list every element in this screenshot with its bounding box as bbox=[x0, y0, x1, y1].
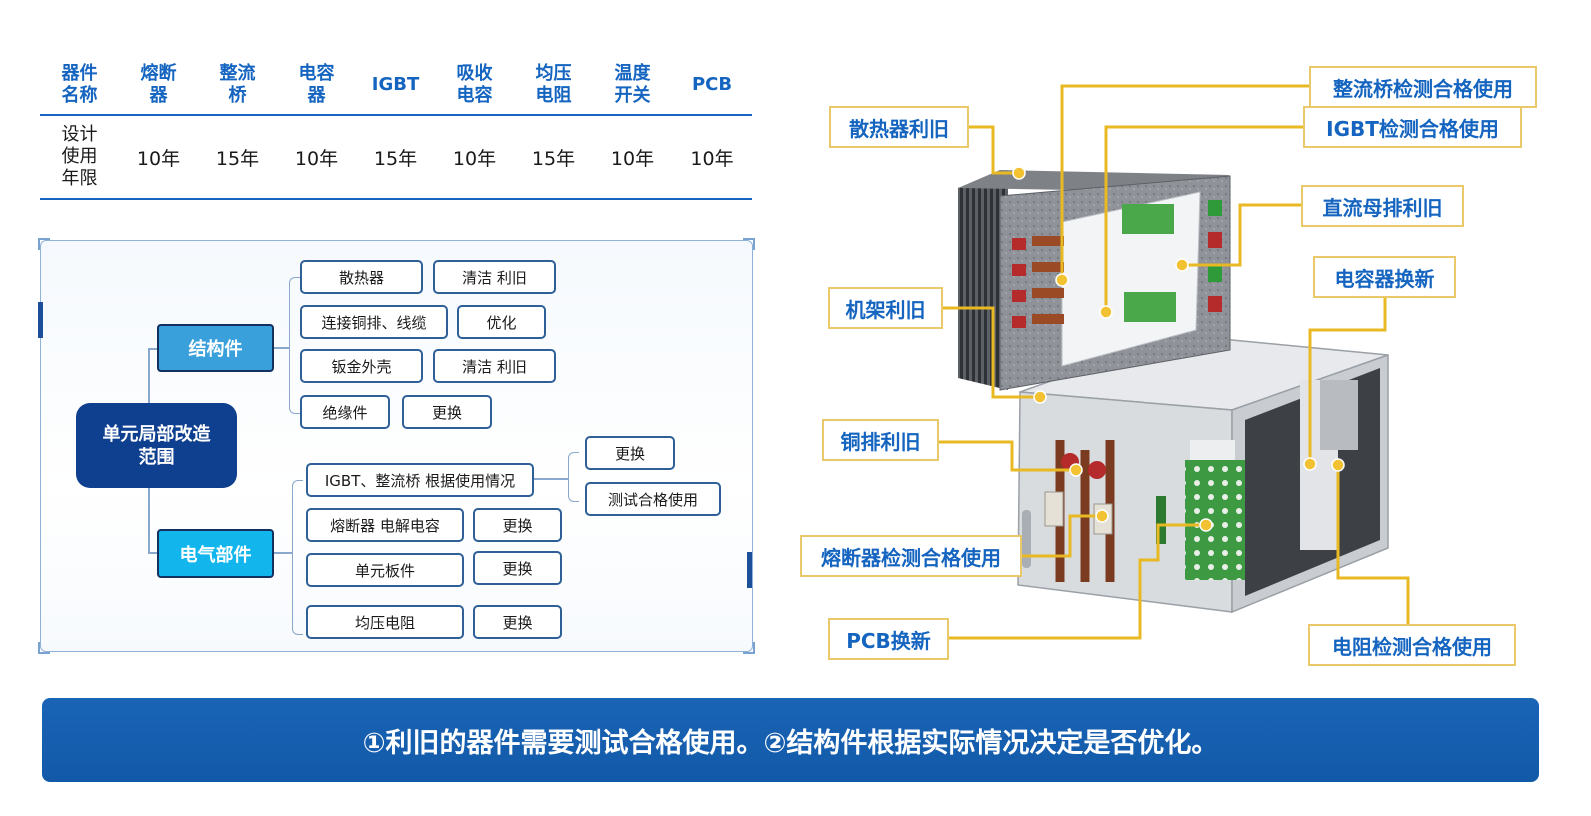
category-electrical: 电气部件 bbox=[157, 529, 274, 578]
node-unit-board: 单元板件 bbox=[306, 553, 464, 587]
callout-copper: 铜排利旧 bbox=[822, 419, 939, 461]
header-balance-resistor: 均压电阻 bbox=[514, 56, 593, 116]
lifespan-table: 器件名称 熔断器 整流桥 电容器 IGBT 吸收电容 均压电阻 温度开关 PCB… bbox=[40, 56, 752, 200]
node-action: 更换 bbox=[473, 508, 562, 542]
table-cell: 15年 bbox=[514, 115, 593, 200]
node-balance-resistor: 均压电阻 bbox=[306, 605, 464, 639]
node-heatsink: 散热器 bbox=[300, 260, 423, 294]
table-cell: 15年 bbox=[356, 115, 435, 200]
callout-rectifier: 整流桥检测合格使用 bbox=[1309, 66, 1537, 108]
node-fuse-capacitor: 熔断器 电解电容 bbox=[306, 508, 464, 542]
table-header-row: 器件名称 熔断器 整流桥 电容器 IGBT 吸收电容 均压电阻 温度开关 PCB bbox=[40, 56, 752, 116]
panel-edge-accent bbox=[747, 552, 752, 588]
panel-corner bbox=[38, 642, 50, 654]
root-node: 单元局部改造范围 bbox=[76, 403, 237, 488]
node-action: 更换 bbox=[473, 551, 562, 585]
table-cell: 15年 bbox=[198, 115, 277, 200]
callout-frame: 机架利旧 bbox=[828, 287, 943, 329]
row-label-design-life: 设计使用年限 bbox=[40, 115, 119, 200]
node-action: 测试合格使用 bbox=[585, 482, 721, 516]
connector-line bbox=[273, 347, 289, 349]
summary-text: ①利旧的器件需要测试合格使用。②结构件根据实际情况决定是否优化。 bbox=[362, 727, 1219, 759]
summary-banner: ①利旧的器件需要测试合格使用。②结构件根据实际情况决定是否优化。 bbox=[42, 698, 1539, 782]
header-absorb-capacitor: 吸收电容 bbox=[435, 56, 514, 116]
node-action: 更换 bbox=[402, 395, 492, 429]
callout-pcb: PCB换新 bbox=[828, 618, 949, 660]
structural-bracket bbox=[289, 277, 300, 414]
connector-line bbox=[534, 478, 568, 480]
callout-igbt: IGBT检测合格使用 bbox=[1303, 106, 1522, 148]
node-copper-cable: 连接铜排、线缆 bbox=[300, 305, 448, 339]
heatsink-module bbox=[958, 170, 1231, 391]
panel-corner bbox=[743, 238, 755, 250]
connector-line bbox=[148, 348, 158, 350]
panel-corner bbox=[38, 238, 50, 250]
table-cell: 10年 bbox=[119, 115, 198, 200]
table-cell: 10年 bbox=[672, 115, 752, 200]
header-rectifier: 整流桥 bbox=[198, 56, 277, 116]
node-insulator: 绝缘件 bbox=[300, 395, 390, 429]
node-action: 更换 bbox=[585, 436, 675, 470]
table-cell: 10年 bbox=[435, 115, 514, 200]
callout-capacitor: 电容器换新 bbox=[1313, 256, 1456, 298]
table-row: 设计使用年限 10年 15年 10年 15年 10年 15年 10年 10年 bbox=[40, 115, 752, 200]
node-sheet-metal: 钣金外壳 bbox=[300, 349, 423, 383]
node-igbt-rectifier: IGBT、整流桥 根据使用情况 bbox=[306, 463, 534, 497]
igbt-bracket bbox=[568, 452, 579, 502]
callout-resistor: 电阻检测合格使用 bbox=[1308, 624, 1516, 666]
connector-line bbox=[148, 488, 150, 553]
table-cell: 10年 bbox=[277, 115, 356, 200]
table-cell: 10年 bbox=[593, 115, 672, 200]
header-component-name: 器件名称 bbox=[40, 56, 119, 116]
header-pcb: PCB bbox=[672, 56, 752, 116]
callout-leaders bbox=[939, 84, 1410, 640]
callout-heatsink: 散热器利旧 bbox=[829, 106, 969, 148]
header-temp-switch: 温度开关 bbox=[593, 56, 672, 116]
connector-line bbox=[148, 348, 150, 403]
callout-fuse: 熔断器检测合格使用 bbox=[800, 535, 1022, 577]
header-igbt: IGBT bbox=[356, 56, 435, 116]
panel-edge-accent bbox=[38, 302, 43, 338]
connector-line bbox=[273, 552, 292, 554]
connector-line bbox=[148, 552, 158, 554]
node-action: 清洁 利旧 bbox=[433, 349, 556, 383]
header-fuse: 熔断器 bbox=[119, 56, 198, 116]
leader-endpoints bbox=[1012, 166, 1345, 532]
header-capacitor: 电容器 bbox=[277, 56, 356, 116]
node-action: 更换 bbox=[473, 605, 562, 639]
category-structural: 结构件 bbox=[157, 324, 274, 372]
panel-corner bbox=[743, 642, 755, 654]
node-action: 优化 bbox=[457, 305, 546, 339]
electrical-bracket bbox=[292, 480, 303, 635]
node-action: 清洁 利旧 bbox=[433, 260, 556, 294]
callout-dc-bus: 直流母排利旧 bbox=[1301, 185, 1464, 227]
